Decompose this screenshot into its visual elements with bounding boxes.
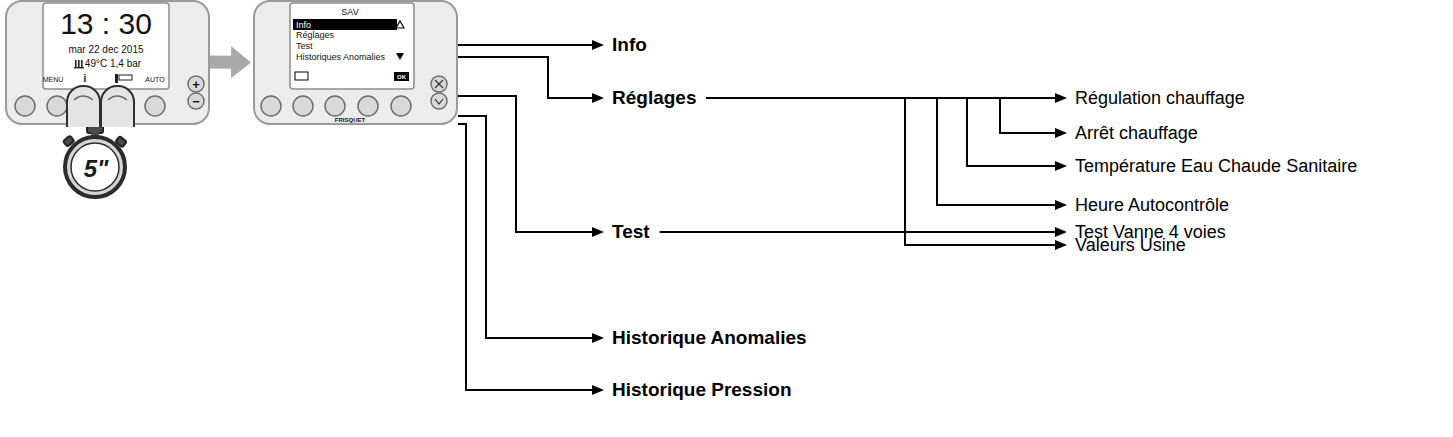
thermostat-home-screen: 13 : 30 mar 22 dec 2015 49°C 1,4 barMENU i A… <box>5 0 210 125</box>
screen-highlight <box>293 19 397 30</box>
submenu-entry: Test Vanne 4 voies <box>1075 220 1226 244</box>
device-button <box>112 96 132 116</box>
finger-shape <box>67 86 100 127</box>
device-button <box>431 93 447 109</box>
screen-text: Historiques Anomalies <box>296 53 385 62</box>
screen-icon <box>396 53 404 60</box>
transition-arrow <box>210 56 231 69</box>
menu-connector <box>458 116 592 338</box>
device-button <box>431 76 447 92</box>
screen-text: Test <box>296 42 313 51</box>
menu-entry: Réglages <box>612 86 696 110</box>
radiator-bar <box>81 60 83 68</box>
screen-text: mar 22 dec 2015 <box>68 45 143 55</box>
screen-text: + <box>192 78 200 91</box>
device-body <box>254 1 457 124</box>
device-button <box>358 96 378 116</box>
eco-glyph <box>119 75 132 80</box>
menu-entry: Info <box>612 33 647 57</box>
screen-text: SAV <box>341 8 358 17</box>
timer-label: 5" <box>84 157 109 181</box>
device-button <box>293 96 313 116</box>
menu-label: Info <box>612 34 647 55</box>
screen-text: Info <box>296 20 311 29</box>
screen-highlight <box>295 72 308 80</box>
finger-shape <box>101 86 134 127</box>
menu-connector <box>458 96 592 232</box>
menu-connector <box>458 124 592 390</box>
menu-connector <box>706 98 1055 166</box>
menu-entry: Historique Anomalies <box>612 326 807 350</box>
stopwatch-symbol <box>63 124 127 197</box>
screen-text: FRISQUET <box>335 117 365 123</box>
menu-connector <box>660 231 1055 233</box>
device-body <box>6 1 209 124</box>
screen-text: 49°C 1,4 bar <box>85 59 141 69</box>
menu-connector <box>458 57 592 98</box>
radiator-icon <box>74 60 84 68</box>
device-screen <box>290 3 414 89</box>
device-outline <box>253 0 458 125</box>
menu-label: Test <box>612 221 650 242</box>
menu-entry: Historique Pression <box>612 378 792 402</box>
screen-text: i <box>84 74 87 84</box>
device-button <box>261 96 281 116</box>
screen-text: OK <box>397 74 406 80</box>
device-button <box>15 96 35 116</box>
radiator-bar <box>78 60 80 68</box>
stopwatch-case <box>65 137 125 197</box>
device-button <box>391 96 411 116</box>
submenu-label: Heure Autocontrôle <box>1075 195 1229 215</box>
radiator-base <box>74 67 84 68</box>
submenu-entry: Heure Autocontrôle <box>1075 193 1229 217</box>
submenu-label: Arrêt chauffage <box>1075 123 1198 143</box>
submenu-entry: Température Eau Chaude Sanitaire <box>1075 154 1357 178</box>
eco-icon <box>115 74 132 83</box>
device-button <box>79 96 99 116</box>
menu-label: Historique Pression <box>612 379 792 400</box>
device-button <box>188 76 204 92</box>
submenu-label: Régulation chauffage <box>1075 88 1245 108</box>
screen-icon <box>435 80 443 88</box>
fingernail-line <box>108 96 127 100</box>
stopwatch-face <box>71 143 119 191</box>
device-button <box>325 96 345 116</box>
thermostat-sav-menu: SAV InfoRéglagesTestHistoriques Anomalies… <box>253 0 458 125</box>
screen-text: Réglages <box>296 31 334 40</box>
device-button <box>145 96 165 116</box>
menu-connector <box>706 97 1055 99</box>
submenu-entry: Régulation chauffage <box>1075 86 1245 110</box>
fingers-illustration <box>67 86 134 127</box>
device-button <box>188 93 204 109</box>
screen-text: AUTO <box>145 76 164 83</box>
menu-connector <box>458 44 592 46</box>
submenu-label: Test Vanne 4 voies <box>1075 222 1226 242</box>
device-screen <box>43 3 169 89</box>
screen-icon <box>396 21 404 28</box>
radiator-bar <box>75 60 77 68</box>
screen-icon <box>435 99 443 104</box>
submenu-label: Température Eau Chaude Sanitaire <box>1075 156 1357 176</box>
screen-text: − <box>192 95 200 108</box>
submenu-entry: Arrêt chauffage <box>1075 121 1198 145</box>
screen-highlight <box>394 72 409 81</box>
screen-text: 13 : 30 <box>60 9 152 39</box>
menu-connector <box>706 98 1055 245</box>
fingernail-line <box>74 96 93 100</box>
device-button <box>47 96 67 116</box>
screen-text: MENU <box>43 76 64 83</box>
menu-connector <box>706 98 1055 205</box>
menu-entry: Test <box>612 220 650 244</box>
menu-label: Historique Anomalies <box>612 327 807 348</box>
menu-label: Réglages <box>612 87 696 108</box>
eco-glyph <box>115 74 118 83</box>
menu-connector <box>706 98 1055 133</box>
